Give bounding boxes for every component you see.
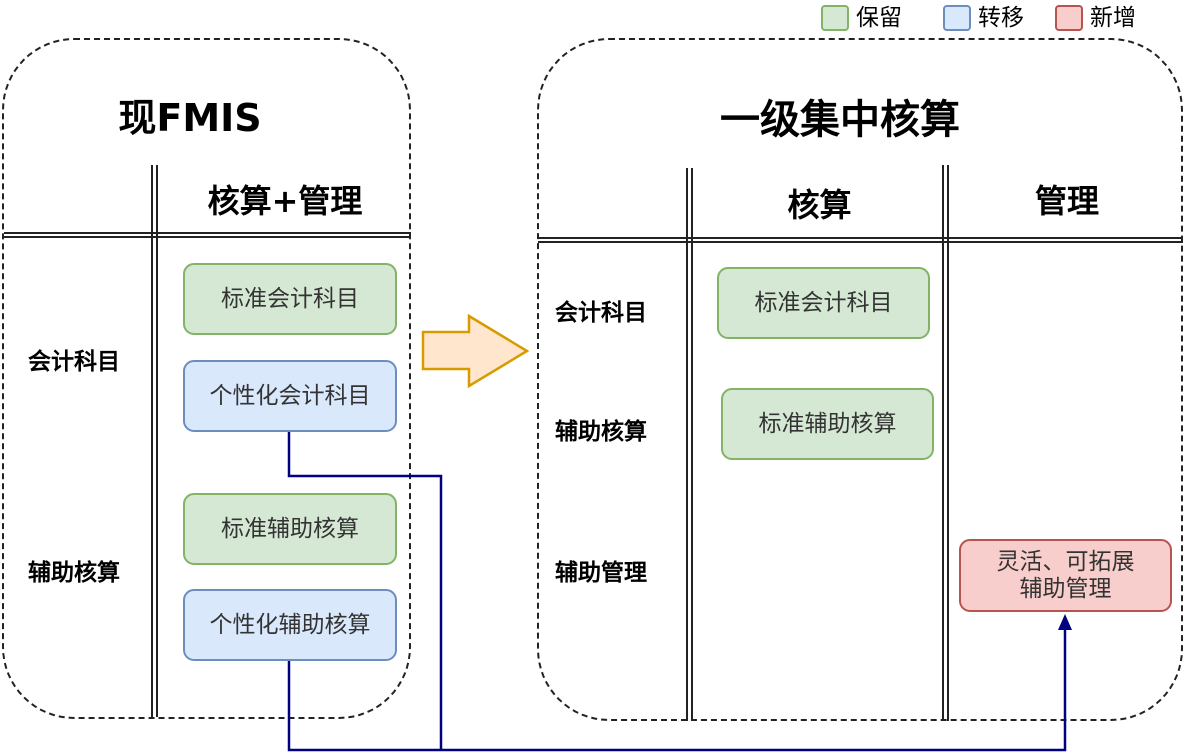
legend-swatch-move xyxy=(943,5,971,31)
left-row-label-aux-accounting: 辅助核算 xyxy=(28,560,120,586)
right-box-flexible-aux-management: 灵活、可拓展 辅助管理 xyxy=(959,539,1172,612)
right-header-divider xyxy=(538,237,1183,243)
left-box-standard-accounts: 标准会计科目 xyxy=(183,263,397,335)
right-row-label-aux-management: 辅助管理 xyxy=(555,560,647,586)
legend-label-keep: 保留 xyxy=(856,5,902,31)
right-column-divider-1 xyxy=(686,168,693,721)
left-panel xyxy=(2,38,411,719)
right-box-standard-accounts: 标准会计科目 xyxy=(717,267,930,339)
left-box-custom-accounts: 个性化会计科目 xyxy=(183,360,397,432)
right-column-divider-2 xyxy=(942,165,949,721)
left-row-label-accounts: 会计科目 xyxy=(28,349,120,375)
right-column-header-accounting: 核算 xyxy=(787,186,852,224)
legend-label-move: 转移 xyxy=(978,5,1024,31)
left-box-custom-aux-accounting: 个性化辅助核算 xyxy=(183,589,397,661)
left-header-divider xyxy=(4,232,411,238)
right-column-header-management: 管理 xyxy=(1034,182,1099,220)
connector-custom-aux-accounting xyxy=(287,630,1067,752)
right-box-standard-aux-accounting: 标准辅助核算 xyxy=(721,388,934,460)
legend-label-add: 新增 xyxy=(1090,5,1136,31)
left-column-divider xyxy=(151,165,158,717)
connector-arrowhead xyxy=(1058,614,1072,630)
left-panel-title: 现FMIS xyxy=(118,96,262,140)
connector-custom-accounts xyxy=(287,432,443,750)
right-row-label-accounts: 会计科目 xyxy=(555,300,647,326)
legend-swatch-add xyxy=(1055,5,1083,31)
right-row-label-aux-accounting: 辅助核算 xyxy=(555,419,647,445)
right-panel-title: 一级集中核算 xyxy=(720,97,960,143)
transition-arrow xyxy=(421,313,530,389)
legend-swatch-keep xyxy=(821,5,849,31)
left-box-standard-aux-accounting: 标准辅助核算 xyxy=(183,493,397,565)
right-panel xyxy=(537,38,1183,721)
left-column-header: 核算+管理 xyxy=(207,182,363,220)
